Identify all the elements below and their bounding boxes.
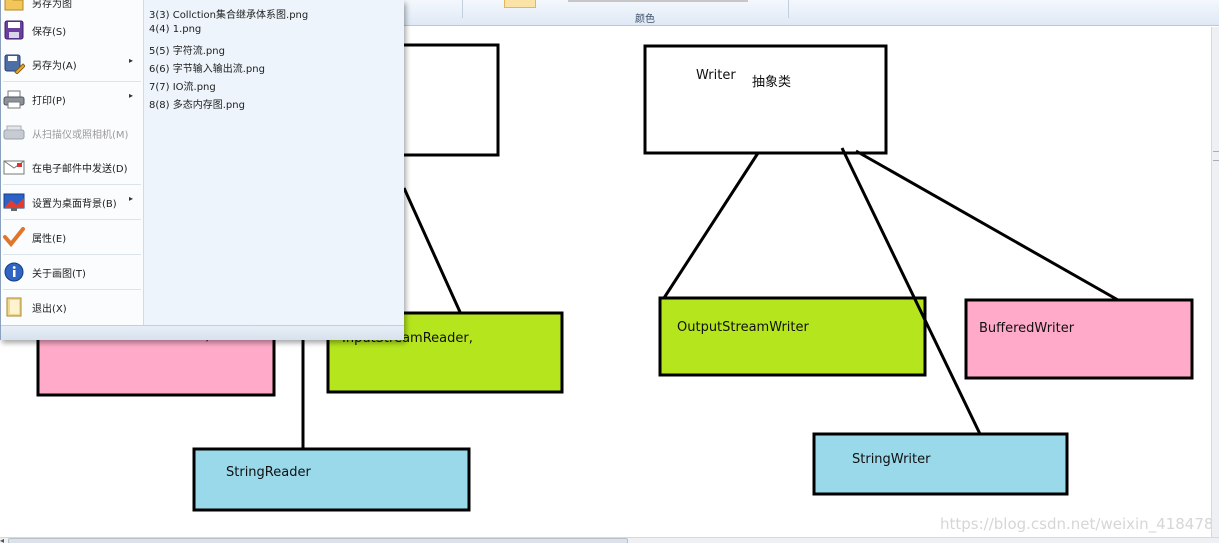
menu-separator [3, 289, 141, 290]
menu-item-send-email[interactable]: 在电子邮件中发送(D) [1, 150, 143, 184]
menu-item-open[interactable]: 另存为图 [1, 0, 143, 19]
ribbon-separator [462, 0, 463, 18]
menu-footer [1, 325, 404, 340]
recent-pictures-panel: 3(3) Collction集合继承体系图.png 4(4) 1.png 5(5… [143, 0, 404, 325]
recent-file-item[interactable]: 3(3) Collction集合继承体系图.png [149, 10, 309, 21]
menu-separator [3, 184, 141, 185]
buffered-writer-box [964, 298, 1194, 380]
output-stream-writer-box [658, 296, 927, 377]
menu-item-exit[interactable]: 退出(X) [1, 290, 143, 324]
recent-file-item[interactable]: 6(6) 字节输入输出流.png [149, 64, 265, 75]
string-writer-label: StringWriter [852, 452, 931, 467]
color-palette[interactable] [568, 0, 748, 2]
menu-item-properties[interactable]: 属性(E) [1, 220, 143, 254]
submenu-arrow-icon: ▸ [129, 91, 134, 100]
ribbon-separator [788, 0, 789, 18]
scroll-grip[interactable] [1213, 151, 1219, 161]
menu-item-save-as[interactable]: 另存为(A) ▸ [1, 47, 143, 81]
submenu-arrow-icon: ▸ [129, 194, 134, 203]
scroll-thumb[interactable] [8, 538, 628, 543]
email-icon [3, 160, 25, 175]
desktop-background-icon [3, 193, 25, 211]
recent-file-item[interactable]: 5(5) 字符流.png [149, 46, 225, 57]
colors-group-label: 颜色 [635, 14, 655, 25]
watermark: https://blog.csdn.net/weixin_41847891 [940, 515, 1219, 533]
string-reader-label: StringReader [226, 465, 311, 480]
menu-separator [3, 81, 141, 82]
submenu-arrow-icon: ▸ [129, 56, 134, 65]
menu-item-about-paint[interactable]: 关于画图(T) [1, 255, 143, 289]
writer-connector [662, 152, 760, 299]
vertical-scrollbar[interactable] [1211, 27, 1219, 537]
recent-file-item[interactable]: 7(7) IO流.png [149, 82, 216, 93]
application-menu: 另存为图 保存(S) 另存为(A) ▸ [0, 0, 404, 340]
reader-connector [402, 187, 462, 313]
output-stream-writer-label: OutputStreamWriter [677, 320, 809, 335]
menu-item-save[interactable]: 保存(S) [1, 13, 143, 47]
exit-icon [6, 297, 22, 317]
menu-item-set-desktop-background[interactable]: 设置为桌面背景(B) ▸ [1, 185, 143, 219]
menu-commands: 另存为图 保存(S) 另存为(A) ▸ [1, 0, 143, 325]
info-icon [4, 262, 24, 282]
open-folder-icon [4, 0, 24, 11]
recent-file-item[interactable]: 8(8) 多态内存图.png [149, 100, 245, 111]
buffered-writer-label: BufferedWriter [979, 321, 1075, 336]
color1-button[interactable] [504, 0, 536, 8]
printer-icon [3, 90, 25, 109]
menu-item-print[interactable]: 打印(P) ▸ [1, 82, 143, 116]
menu-separator [3, 219, 141, 220]
scanner-icon [3, 125, 25, 140]
writer-box [643, 44, 888, 155]
writer-connector [840, 147, 982, 435]
menu-item-from-scanner: 从扫描仪或照相机(M) [1, 116, 143, 150]
recent-file-item[interactable]: 4(4) 1.png [149, 24, 202, 35]
save-as-icon [4, 54, 25, 74]
save-icon [4, 20, 24, 40]
string-reader-box [192, 447, 471, 512]
writer-label: Writer [696, 68, 736, 83]
menu-separator [3, 254, 141, 255]
writer-note: 抽象类 [752, 75, 792, 90]
checkmark-icon [3, 227, 25, 247]
horizontal-scrollbar[interactable]: ◂ [0, 536, 1219, 543]
scroll-left-arrow-icon[interactable]: ◂ [0, 536, 5, 543]
writer-connector [855, 149, 1119, 302]
string-writer-box [812, 432, 1069, 496]
